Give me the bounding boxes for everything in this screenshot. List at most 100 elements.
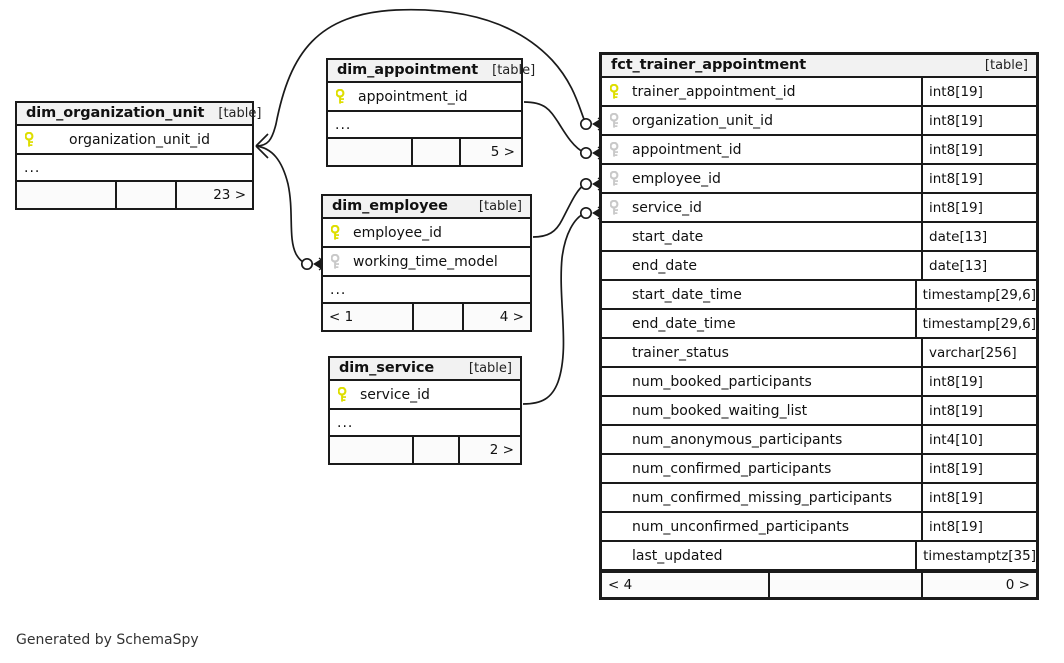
column-name-cell: service_id: [330, 381, 520, 408]
table-row[interactable]: end_date_time timestamp[29,6]: [602, 310, 1036, 339]
footer-outgoing-count[interactable]: 2 >: [489, 442, 514, 458]
table-row[interactable]: num_booked_participants int8[19]: [602, 368, 1036, 397]
table-footer: < 1 4 >: [323, 304, 530, 330]
column-name: num_unconfirmed_participants: [632, 518, 850, 535]
table-dim-organization-unit[interactable]: dim_organization_unit [table] organizati…: [15, 101, 261, 210]
edge-endpoint-circle: [300, 257, 314, 271]
table-footer: < 4 0 >: [602, 571, 1036, 597]
column-type-cell: int8[19]: [921, 513, 1036, 540]
footer-incoming-count[interactable]: < 1: [323, 304, 414, 330]
column-name-cell: last_updated: [602, 542, 915, 569]
column-type: int8[19]: [929, 141, 983, 158]
table-header[interactable]: fct_trainer_appointment [table]: [602, 55, 1036, 78]
footer-incoming-count[interactable]: [328, 139, 413, 165]
column-type-cell: int8[19]: [921, 455, 1036, 482]
footer-middle: [414, 304, 464, 330]
column-name-cell: end_date_time: [602, 310, 915, 337]
column-name-cell: num_confirmed_participants: [602, 455, 921, 482]
table-footer: 5 >: [328, 139, 521, 165]
column-name: employee_id: [353, 224, 442, 241]
footer-outgoing-count[interactable]: 23 >: [213, 187, 246, 203]
table-type-tag: [table]: [218, 105, 262, 121]
column-type: int8[19]: [929, 170, 983, 187]
table-row[interactable]: num_booked_waiting_list int8[19]: [602, 397, 1036, 426]
table-header[interactable]: dim_service [table]: [330, 358, 520, 381]
table-row[interactable]: appointment_id int8[19]: [602, 136, 1036, 165]
table-fct-trainer-appointment[interactable]: fct_trainer_appointment [table] trainer_…: [599, 52, 1039, 600]
table-row[interactable]: start_date date[13]: [602, 223, 1036, 252]
foreign-key-icon: [610, 170, 623, 187]
column-name-cell: num_anonymous_participants: [602, 426, 921, 453]
edge-appt-to-fct: [523, 101, 586, 154]
table-row[interactable]: last_updated timestamptz[35]: [602, 542, 1036, 571]
table-row[interactable]: organization_unit_id int8[19]: [602, 107, 1036, 136]
table-title: fct_trainer_appointment: [611, 57, 807, 73]
more-columns-indicator[interactable]: ...: [328, 112, 521, 139]
table-row[interactable]: working_time_model: [323, 248, 530, 277]
primary-key-icon: [331, 224, 344, 241]
table-header[interactable]: dim_appointment [table]: [328, 60, 535, 83]
primary-key-icon: [336, 88, 349, 105]
table-row[interactable]: start_date_time timestamp[29,6]: [602, 281, 1036, 310]
table-title: dim_organization_unit: [26, 105, 205, 121]
table-row[interactable]: trainer_status varchar[256]: [602, 339, 1036, 368]
table-row[interactable]: organization_unit_id: [17, 126, 252, 155]
column-name-cell: employee_id: [323, 219, 530, 246]
table-row[interactable]: employee_id: [323, 219, 530, 248]
table-row[interactable]: num_confirmed_participants int8[19]: [602, 455, 1036, 484]
column-type: int8[19]: [929, 199, 983, 216]
table-dim-employee[interactable]: dim_employee [table] employee_id: [321, 194, 532, 332]
footer-outgoing-count[interactable]: 0 >: [1005, 577, 1030, 593]
fork-marker: [255, 145, 269, 159]
column-name: service_id: [632, 199, 702, 216]
column-type: timestamptz[35]: [923, 547, 1036, 564]
table-header[interactable]: dim_employee [table]: [323, 196, 530, 219]
table-header[interactable]: dim_organization_unit [table]: [17, 103, 261, 126]
column-name-cell: trainer_status: [602, 339, 921, 366]
edge-endpoint-circle: [579, 177, 593, 191]
footer-outgoing-count[interactable]: 5 >: [490, 144, 515, 160]
column-name: end_date: [632, 257, 697, 274]
footer-outgoing-count[interactable]: 4 >: [499, 309, 524, 325]
column-name: employee_id: [632, 170, 721, 187]
column-type: date[13]: [929, 228, 988, 245]
table-row[interactable]: service_id int8[19]: [602, 194, 1036, 223]
foreign-key-icon: [610, 199, 623, 216]
table-type-tag: [table]: [984, 57, 1028, 73]
primary-key-icon: [610, 83, 623, 100]
column-type-cell: int8[19]: [921, 194, 1036, 221]
column-name-cell: working_time_model: [323, 248, 530, 275]
column-type: int8[19]: [929, 402, 983, 419]
table-row[interactable]: num_confirmed_missing_participants int8[…: [602, 484, 1036, 513]
column-type-cell: int8[19]: [921, 78, 1036, 105]
table-dim-appointment[interactable]: dim_appointment [table] appointment_id .…: [326, 58, 535, 167]
table-row[interactable]: appointment_id: [328, 83, 521, 112]
column-name: trainer_status: [632, 344, 729, 361]
footer-incoming-count[interactable]: [330, 437, 414, 463]
column-name: service_id: [360, 386, 430, 403]
table-row[interactable]: num_unconfirmed_participants int8[19]: [602, 513, 1036, 542]
more-columns-indicator[interactable]: ...: [323, 277, 530, 304]
column-name-cell: num_unconfirmed_participants: [602, 513, 921, 540]
table-type-tag: [table]: [468, 360, 512, 376]
column-type: timestamp[29,6]: [922, 286, 1036, 303]
column-type: timestamp[29,6]: [922, 315, 1036, 332]
footer-incoming-count[interactable]: < 4: [602, 573, 770, 597]
table-dim-service[interactable]: dim_service [table] service_id ... 2: [328, 356, 522, 465]
column-name: organization_unit_id: [69, 131, 210, 148]
table-row[interactable]: service_id: [330, 381, 520, 410]
table-row[interactable]: trainer_appointment_id int8[19]: [602, 78, 1036, 107]
column-type-cell: varchar[256]: [921, 339, 1036, 366]
table-row[interactable]: end_date date[13]: [602, 252, 1036, 281]
more-columns-indicator[interactable]: ...: [330, 410, 520, 437]
table-row[interactable]: num_anonymous_participants int4[10]: [602, 426, 1036, 455]
table-footer: 2 >: [330, 437, 520, 463]
edge-endpoint-circle: [579, 146, 593, 160]
column-type: date[13]: [929, 257, 988, 274]
footer-incoming-count[interactable]: [17, 182, 117, 208]
more-columns-indicator[interactable]: ...: [17, 155, 252, 182]
table-type-tag: [table]: [478, 198, 522, 214]
table-row[interactable]: employee_id int8[19]: [602, 165, 1036, 194]
column-name: trainer_appointment_id: [632, 83, 796, 100]
column-type-cell: timestamptz[35]: [915, 542, 1036, 569]
